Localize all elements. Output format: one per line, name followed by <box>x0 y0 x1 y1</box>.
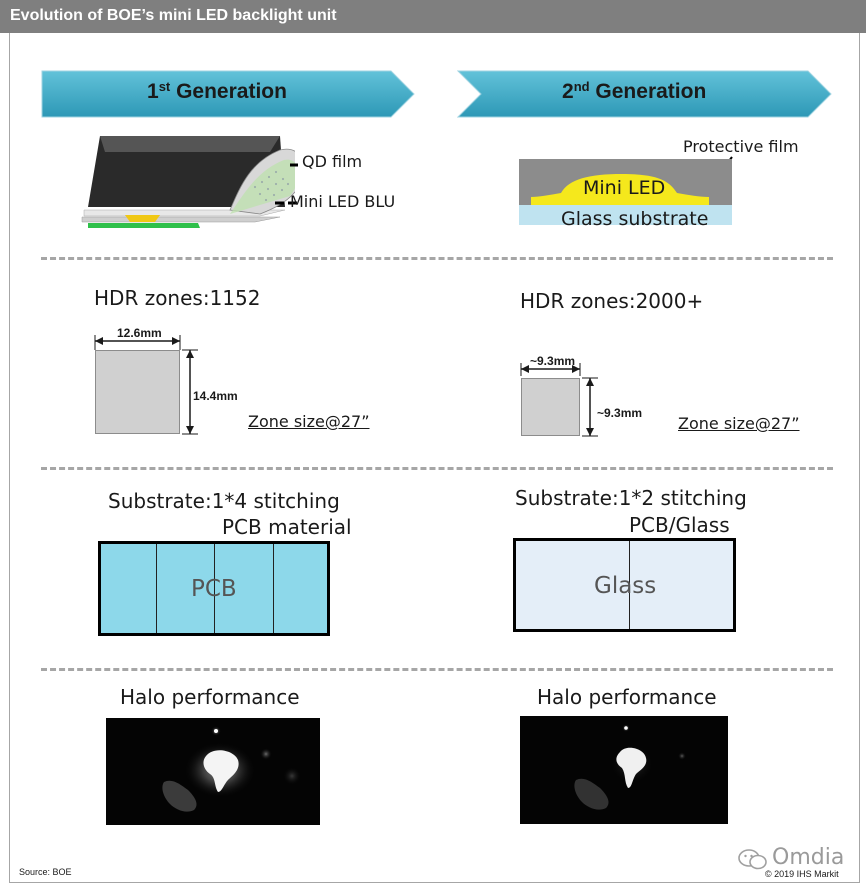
gen1-zone-dimension-arrows <box>94 335 198 435</box>
gen2-substrate-material: PCB/Glass <box>629 513 730 537</box>
gen1-zone-caption: Zone size@27” <box>248 412 370 431</box>
gen1-substrate-title: Substrate:1*4 stitching <box>108 489 340 513</box>
gen2-arrow-banner <box>457 70 832 118</box>
gen2-glass-substrate: Glass <box>513 538 736 632</box>
gen2-halo-title: Halo performance <box>537 685 717 709</box>
glass-substrate-layer-label: Glass substrate <box>561 208 709 230</box>
glass-label: Glass <box>594 573 657 599</box>
gen1-pcb-substrate: PCB <box>98 541 330 636</box>
gen1-halo-title: Halo performance <box>120 685 300 709</box>
gen1-zone-width: 12.6mm <box>117 326 162 340</box>
section-divider <box>41 467 833 470</box>
gen2-zone-caption: Zone size@27” <box>678 414 800 433</box>
qd-film-label: QD film <box>302 152 363 171</box>
gen1-hdr-zones: HDR zones:1152 <box>94 286 261 310</box>
header-bar <box>0 0 866 33</box>
gen2-hdr-zones: HDR zones:2000+ <box>520 289 704 313</box>
protective-film-label: Protective film <box>683 137 799 156</box>
gen1-zone-square <box>95 350 180 434</box>
source-note: Source: BOE <box>19 867 72 877</box>
gen1-structure-illustration <box>81 136 295 228</box>
stitch-line <box>273 544 274 633</box>
mini-led-layer-label: Mini LED <box>583 177 666 199</box>
content-frame <box>9 33 860 883</box>
gen2-zone-dimension-arrows <box>520 363 598 437</box>
stitch-line <box>629 541 630 629</box>
section-divider <box>41 668 833 671</box>
gen2-zone-height: ~9.3mm <box>597 406 643 420</box>
gen2-structure-illustration <box>519 159 732 225</box>
stitch-line <box>214 544 215 633</box>
gen1-callout-lines <box>275 163 298 205</box>
gen1-substrate-material: PCB material <box>222 515 352 539</box>
gen2-zone-square <box>521 378 580 436</box>
copyright-note: © 2019 IHS Markit <box>765 869 839 879</box>
page-title: Evolution of BOE’s mini LED backlight un… <box>10 7 337 24</box>
stitch-line <box>156 544 157 633</box>
gen2-halo-image <box>520 716 728 824</box>
gen1-arrow-banner <box>41 70 415 118</box>
gen2-zone-width: ~9.3mm <box>530 354 576 368</box>
gen1-zone-height: 14.4mm <box>193 389 238 403</box>
pcb-label: PCB <box>191 576 237 602</box>
mini-led-blu-label: Mini LED BLU <box>290 192 396 211</box>
gen2-substrate-title: Substrate:1*2 stitching <box>515 486 747 510</box>
gen1-halo-image <box>106 718 320 825</box>
omdia-watermark: Omdia <box>772 845 845 870</box>
gen2-title: 2nd Generation <box>562 79 707 103</box>
wechat-icon <box>738 848 768 875</box>
section-divider <box>41 257 833 260</box>
gen1-title: 1st Generation <box>147 79 287 103</box>
